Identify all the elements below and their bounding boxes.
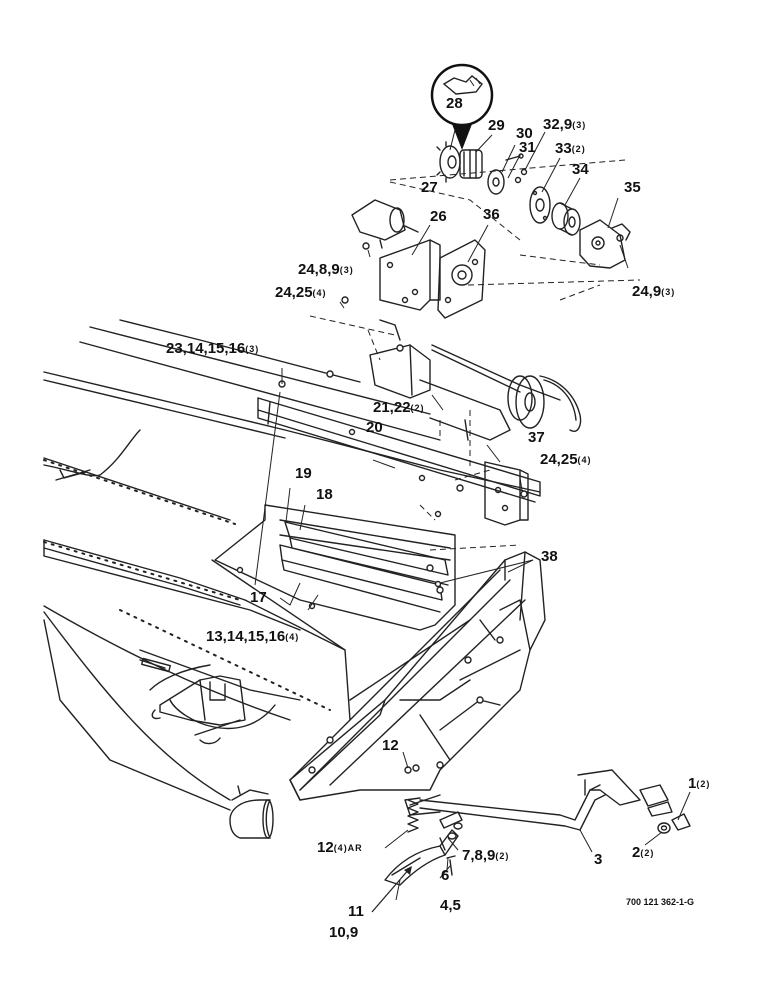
knife-channel <box>43 539 301 701</box>
callout-19: 19 <box>295 465 312 482</box>
end-frame <box>289 551 546 801</box>
arrow-10 <box>371 866 412 913</box>
callout-27: 27 <box>421 179 438 196</box>
callout-18: 18 <box>316 486 333 503</box>
callout-38: 38 <box>541 548 558 565</box>
callout-7-8-9: 7,8,9(2) <box>462 847 510 864</box>
end-roll <box>229 785 274 839</box>
skid-shoe <box>384 829 459 886</box>
callout-36: 36 <box>483 206 500 223</box>
header-trough <box>43 319 541 811</box>
callout-28: 28 <box>446 95 463 112</box>
spring <box>407 799 419 833</box>
callout-21-22: 21,22(2) <box>373 399 425 416</box>
drive-motor <box>351 199 419 249</box>
callout-32: 32,9(3) <box>543 116 587 133</box>
frame-bolts <box>308 564 504 774</box>
callout-31: 31 <box>519 139 536 156</box>
callout-13: 13,14,15,16(4) <box>206 628 300 645</box>
callout-34: 34 <box>572 161 589 178</box>
callout-23: 23,14,15,16(3) <box>166 340 260 357</box>
callout-33: 33(2) <box>555 140 586 157</box>
adjuster-bolts <box>439 811 463 876</box>
drawing-number: 700 121 362-1-G <box>626 897 695 907</box>
flange <box>529 186 551 224</box>
callout-29: 29 <box>488 117 505 134</box>
callout-3: 3 <box>594 851 603 868</box>
pivot-bracket <box>579 219 631 269</box>
callout-10-9: 10,9 <box>329 924 359 941</box>
drive-shaft <box>431 344 582 432</box>
callout-35: 35 <box>624 179 641 196</box>
trough-holes <box>43 459 331 711</box>
lower-left-bracket <box>139 659 276 745</box>
inner-plate <box>214 504 456 631</box>
bearing-plate <box>437 239 486 319</box>
callout-24a: 24,8,9(3) <box>298 261 354 278</box>
callout-26: 26 <box>430 208 447 225</box>
bearing <box>551 202 581 236</box>
callout-24d: 24,9(3) <box>632 283 676 300</box>
wear-strips <box>279 521 449 613</box>
callout-1: 1(2) <box>688 775 711 792</box>
crossbar <box>257 397 541 503</box>
callout-20: 20 <box>366 419 383 436</box>
detail-circle <box>430 63 494 150</box>
callout-6: 6 <box>441 867 450 884</box>
callout-12a: 12 <box>382 737 399 754</box>
callout-12b: 12(4)AR <box>317 839 363 856</box>
side-bracket <box>484 461 529 526</box>
callout-37: 37 <box>528 429 545 446</box>
leader-lines <box>254 129 691 901</box>
callout-11: 11 <box>348 903 364 920</box>
callout-2: 2(2) <box>632 844 655 861</box>
callout-24c: 24,25(4) <box>540 451 592 468</box>
callout-4-5: 4,5 <box>440 897 461 914</box>
callout-17: 17 <box>250 589 267 606</box>
callout-24b: 24,25(4) <box>275 284 327 301</box>
mounting-plate <box>379 239 441 311</box>
explode-guides <box>309 159 641 551</box>
callout-30: 30 <box>516 125 533 142</box>
